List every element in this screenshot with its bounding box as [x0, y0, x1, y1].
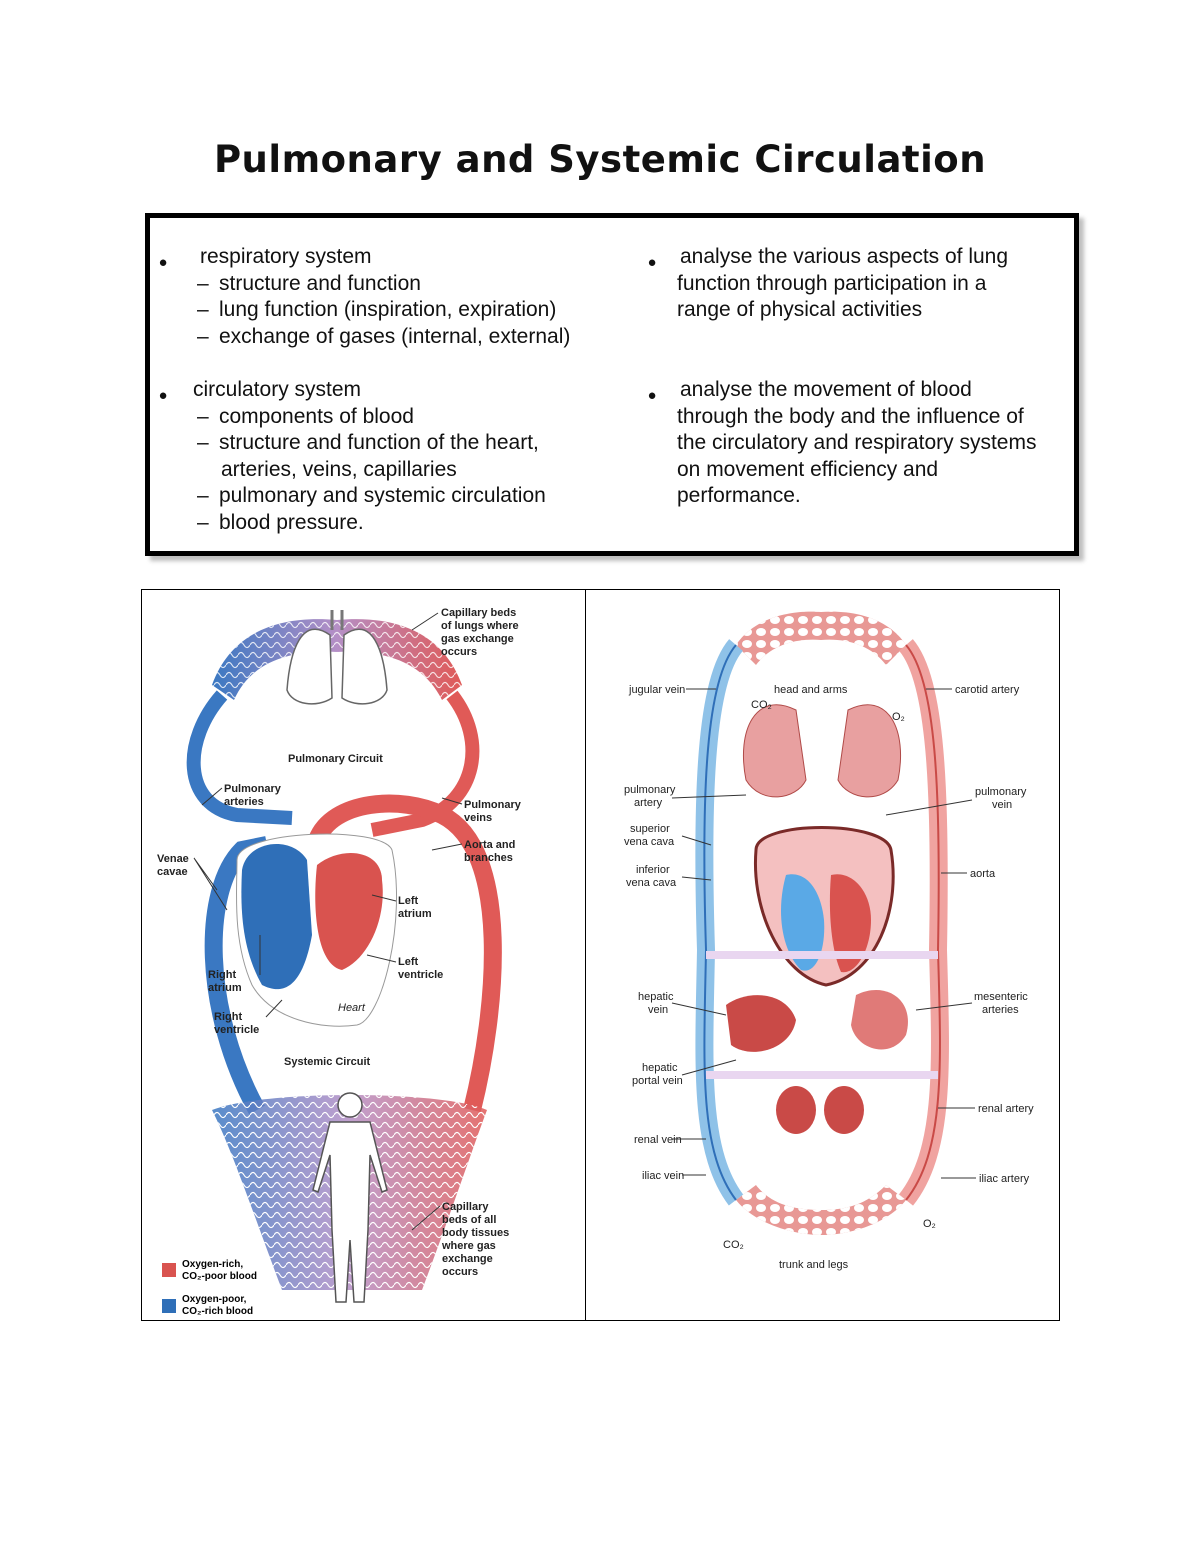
artery-loop [898, 639, 949, 1206]
vein-loop [695, 639, 744, 1206]
kidney-left-icon [824, 1086, 864, 1134]
intestine-icon [851, 989, 908, 1050]
legend: Oxygen-rich, CO₂-poor blood Oxygen-poor,… [162, 1259, 257, 1317]
text-line: analyse the various aspects of lung [680, 245, 1009, 268]
label-capillary-body: Capillary beds of all body tissues where… [441, 1201, 512, 1278]
label-iliac-artery: iliac artery [979, 1173, 1030, 1185]
label-mesenteric-arteries: mesenteric arteries [974, 991, 1031, 1016]
leader-lines-right [671, 688, 976, 1179]
list-item: lung function (inspiration, expiration) [197, 297, 570, 324]
label-head-arms: head and arms [774, 684, 848, 696]
left-heart-chambers [315, 853, 383, 970]
leader-lines [193, 612, 463, 1231]
label-hepatic-vein: hepatic vein [638, 991, 677, 1016]
label-jugular-vein: jugular vein [628, 684, 685, 696]
vein-loop-outline [703, 644, 737, 1201]
label-renal-artery: renal artery [978, 1103, 1034, 1115]
artery-loop-outline [905, 644, 941, 1201]
pulmonary-artery-vessel [186, 690, 293, 825]
text-line: range of physical activities [677, 298, 923, 321]
circulation-diagram-left: Capillary beds of lungs where gas exchan… [157, 607, 524, 1317]
right-ventricle-shape [781, 874, 825, 971]
syllabus-box: ● respiratory system structure and funct… [145, 213, 1079, 556]
aorta-vessel [308, 794, 502, 1113]
legend-label-oxygen-rich: Oxygen-rich, CO₂-poor blood [182, 1259, 257, 1282]
label-pulmonary-veins: Pulmonary veins [464, 799, 524, 824]
legend-label-oxygen-poor: Oxygen-poor, CO₂-rich blood [182, 1294, 253, 1317]
list-item: structure and function [197, 271, 570, 298]
label-superior-vena-cava: superior vena cava [624, 823, 675, 848]
human-figure-icon [312, 1092, 388, 1303]
label-left-atrium: Left atrium [398, 895, 432, 920]
label-co2-bottom: CO₂ [723, 1239, 744, 1251]
circulatory-list: circulatory system components of blood s… [193, 377, 546, 536]
right-lung-icon [742, 704, 807, 798]
label-systemic-circuit: Systemic Circuit [284, 1056, 371, 1068]
list-heading: circulatory system [193, 378, 362, 401]
label-aorta: aorta [970, 868, 996, 880]
label-right-atrium: Right atrium [208, 969, 242, 994]
list-item: structure and function of the heart, [197, 430, 546, 457]
page-title: Pulmonary and Systemic Circulation [213, 138, 987, 181]
label-pulmonary-artery: pulmonary artery [624, 784, 678, 809]
text-line: on movement efficiency and [677, 457, 939, 481]
kidney-right-icon [776, 1086, 816, 1134]
head-capillary-mesh [736, 611, 906, 665]
label-trunk-legs: trunk and legs [779, 1259, 849, 1271]
label-capillary-lungs: Capillary beds of lungs where gas exchan… [441, 607, 522, 658]
label-hepatic-portal-vein: hepatic portal vein [632, 1062, 683, 1087]
list-item: arteries, veins, capillaries [221, 457, 457, 481]
label-right-ventricle: Right ventricle [214, 1011, 259, 1036]
bullet-icon: ● [158, 387, 168, 404]
label-o2-bottom: O₂ [923, 1218, 936, 1230]
figures-table: Capillary beds of lungs where gas exchan… [141, 589, 1060, 1321]
bullet-icon: ● [647, 387, 657, 404]
label-renal-vein: renal vein [634, 1134, 682, 1146]
list-item: components of blood [197, 404, 546, 431]
text-line: through the body and the influence of [677, 404, 1024, 428]
label-left-ventricle: Left ventricle [398, 956, 443, 981]
bullet-icon: ● [158, 254, 168, 271]
label-o2-top: O₂ [892, 711, 905, 723]
label-iliac-vein: iliac vein [642, 1170, 684, 1182]
left-lung-icon [837, 704, 902, 798]
label-carotid-artery: carotid artery [955, 684, 1020, 696]
trunk-capillary-mesh [736, 1185, 906, 1235]
cross-vessels [706, 951, 938, 1079]
label-pulmonary-circuit: Pulmonary Circuit [288, 753, 383, 765]
text-line: performance. [677, 484, 801, 507]
circulation-diagram-right: jugular vein head and arms carotid arter… [624, 611, 1034, 1271]
list-item: blood pressure. [197, 510, 546, 537]
right-heart-chambers [241, 843, 312, 990]
respiratory-list: respiratory system structure and functio… [197, 244, 570, 351]
label-pulmonary-arteries: Pulmonary arteries [224, 783, 284, 808]
text-line: the circulatory and respiratory systems [677, 431, 1037, 454]
table-divider [585, 590, 586, 1320]
bullet-icon: ● [647, 254, 657, 271]
label-venae-cavae: Venae cavae [157, 853, 192, 878]
label-heart: Heart [338, 1002, 366, 1014]
text-line: function through participation in a [677, 271, 987, 295]
legend-swatch-oxygen-rich [162, 1263, 176, 1277]
list-heading: respiratory system [200, 245, 372, 268]
lung-function-outcome: analyse the various aspects of lung func… [677, 244, 1008, 324]
text-line: analyse the movement of blood [680, 378, 972, 401]
heart-icon [753, 826, 895, 987]
label-co2-top: CO₂ [751, 699, 772, 711]
liver-icon [726, 995, 796, 1052]
left-ventricle-shape [829, 874, 871, 973]
list-item: exchange of gases (internal, external) [197, 324, 570, 351]
list-item: pulmonary and systemic circulation [197, 483, 546, 510]
blood-movement-outcome: analyse the movement of blood through th… [677, 377, 1036, 510]
lungs-icon [286, 610, 388, 705]
venae-cavae-vessel [204, 836, 269, 1115]
lung-capillary-bed [212, 619, 462, 700]
label-inferior-vena-cava: inferior vena cava [626, 864, 677, 889]
legend-swatch-oxygen-poor [162, 1299, 176, 1313]
label-aorta-branches: Aorta and branches [464, 839, 518, 864]
label-pulmonary-vein: pulmonary vein [975, 786, 1029, 811]
